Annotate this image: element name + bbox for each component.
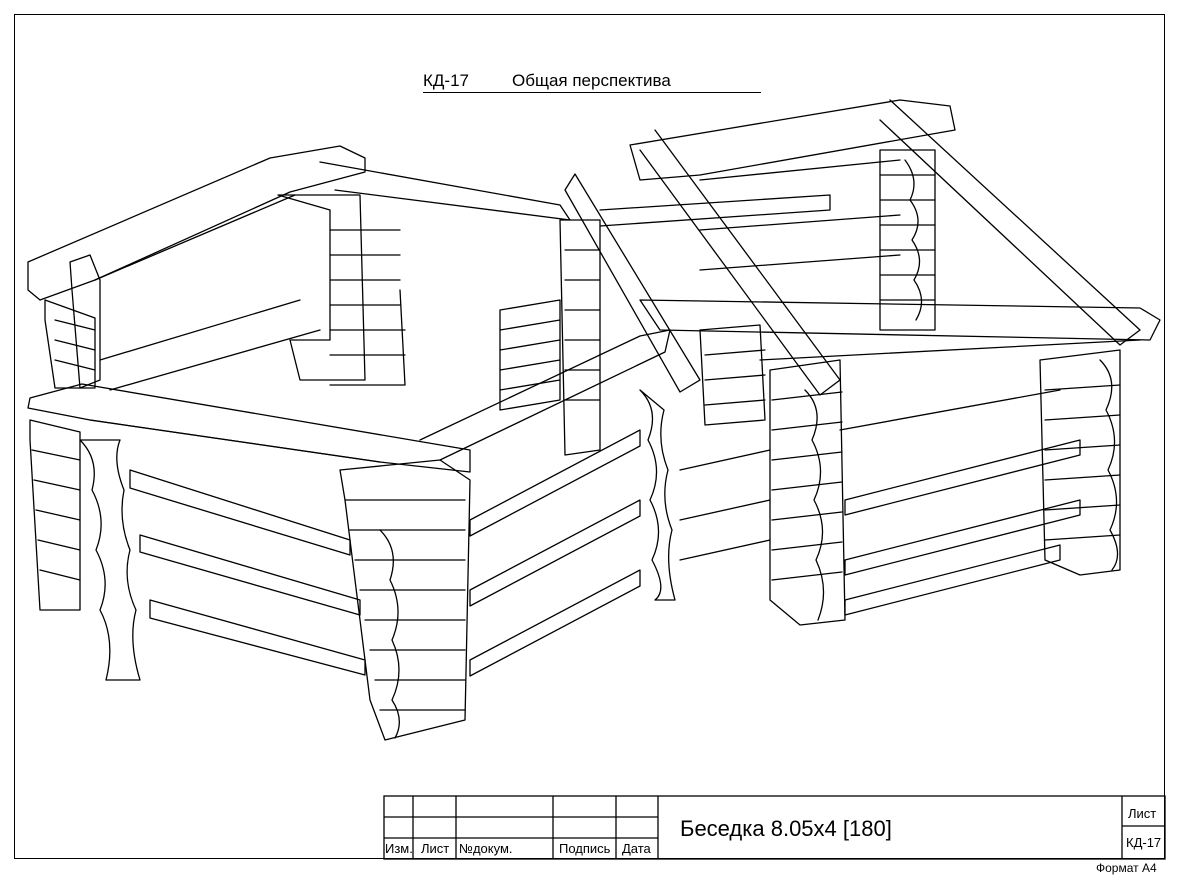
center-stack [499, 219, 676, 601]
stamp-column-date: Дата [622, 841, 651, 856]
header-code: КД-17 [423, 71, 469, 90]
drawing-header: КД-17 Общая перспектива [423, 70, 761, 93]
right-back-stack [879, 149, 936, 331]
right-top-frame [599, 99, 1161, 396]
right-mid-stack [699, 324, 846, 626]
stamp-column-izm: Изм. [385, 841, 413, 856]
left-mid-stack [277, 194, 406, 386]
paper-format: Формат А4 [1096, 861, 1157, 875]
left-side-logs [99, 299, 641, 677]
right-front-stack [1039, 349, 1121, 576]
drawing-title: Беседка 8.05x4 [180] [680, 816, 892, 841]
front-corner-stack [339, 459, 471, 741]
left-corner-stack [29, 299, 141, 681]
stamp-column-document: №докум. [459, 841, 513, 856]
left-top-frame [27, 145, 701, 473]
stamp-column-list: Лист [421, 841, 450, 856]
header-name: Общая перспектива [512, 71, 671, 90]
sheet-code: КД-17 [1126, 835, 1162, 850]
right-side-logs [679, 389, 1081, 616]
stamp-column-signature: Подпись [559, 841, 611, 856]
sheet-label: Лист [1128, 806, 1157, 821]
